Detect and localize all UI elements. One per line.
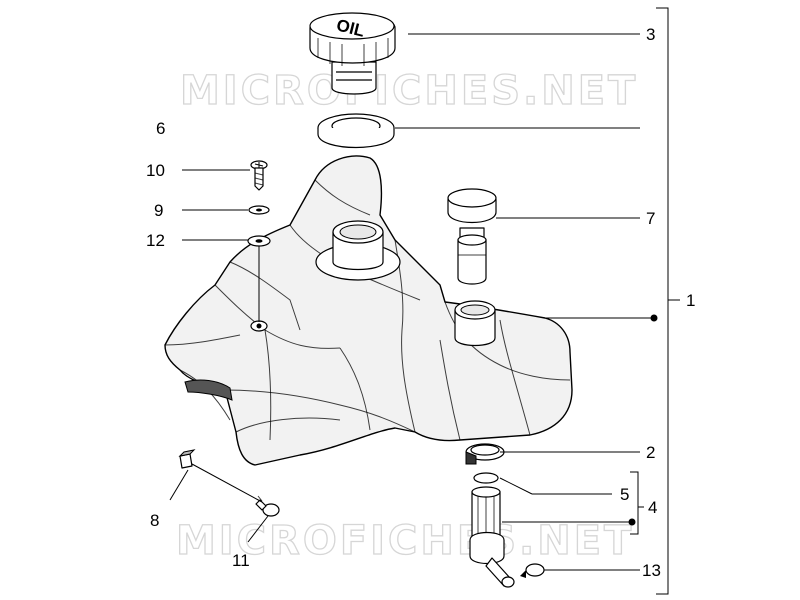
callout-9: 9 bbox=[154, 201, 163, 220]
dipstick-plug bbox=[447, 188, 497, 285]
callout-4: 4 bbox=[648, 498, 657, 517]
callout-2: 2 bbox=[646, 443, 655, 462]
callout-1: 1 bbox=[686, 291, 695, 310]
callout-3: 3 bbox=[646, 25, 655, 44]
callout-labels: 3 6 10 9 12 7 1 2 5 4 8 11 13 bbox=[146, 25, 695, 580]
cap-gasket bbox=[317, 113, 395, 148]
callout-13: 13 bbox=[642, 561, 661, 580]
bolt-11 bbox=[255, 495, 280, 517]
oil-tank bbox=[164, 155, 573, 466]
small-clip bbox=[520, 563, 545, 578]
washer-12 bbox=[247, 235, 271, 247]
callout-10: 10 bbox=[146, 161, 165, 180]
screw-10 bbox=[250, 160, 268, 191]
watermark-bottom: MICROFICHES.NET bbox=[176, 518, 634, 564]
callout-11: 11 bbox=[232, 551, 250, 570]
callout-5: 5 bbox=[620, 485, 629, 504]
oil-filter bbox=[469, 486, 515, 588]
callout-8: 8 bbox=[150, 511, 159, 530]
watermark-top: MICROFICHES.NET bbox=[180, 68, 638, 114]
o-ring bbox=[473, 472, 499, 484]
callout-12: 12 bbox=[146, 231, 165, 250]
leader-lines bbox=[169, 7, 680, 595]
clip-nut bbox=[178, 449, 196, 469]
oil-cap: OIL bbox=[309, 12, 396, 95]
callout-6: 6 bbox=[156, 119, 165, 138]
hose-clamp bbox=[465, 443, 505, 465]
callout-7: 7 bbox=[646, 209, 655, 228]
washer-9 bbox=[248, 205, 270, 215]
